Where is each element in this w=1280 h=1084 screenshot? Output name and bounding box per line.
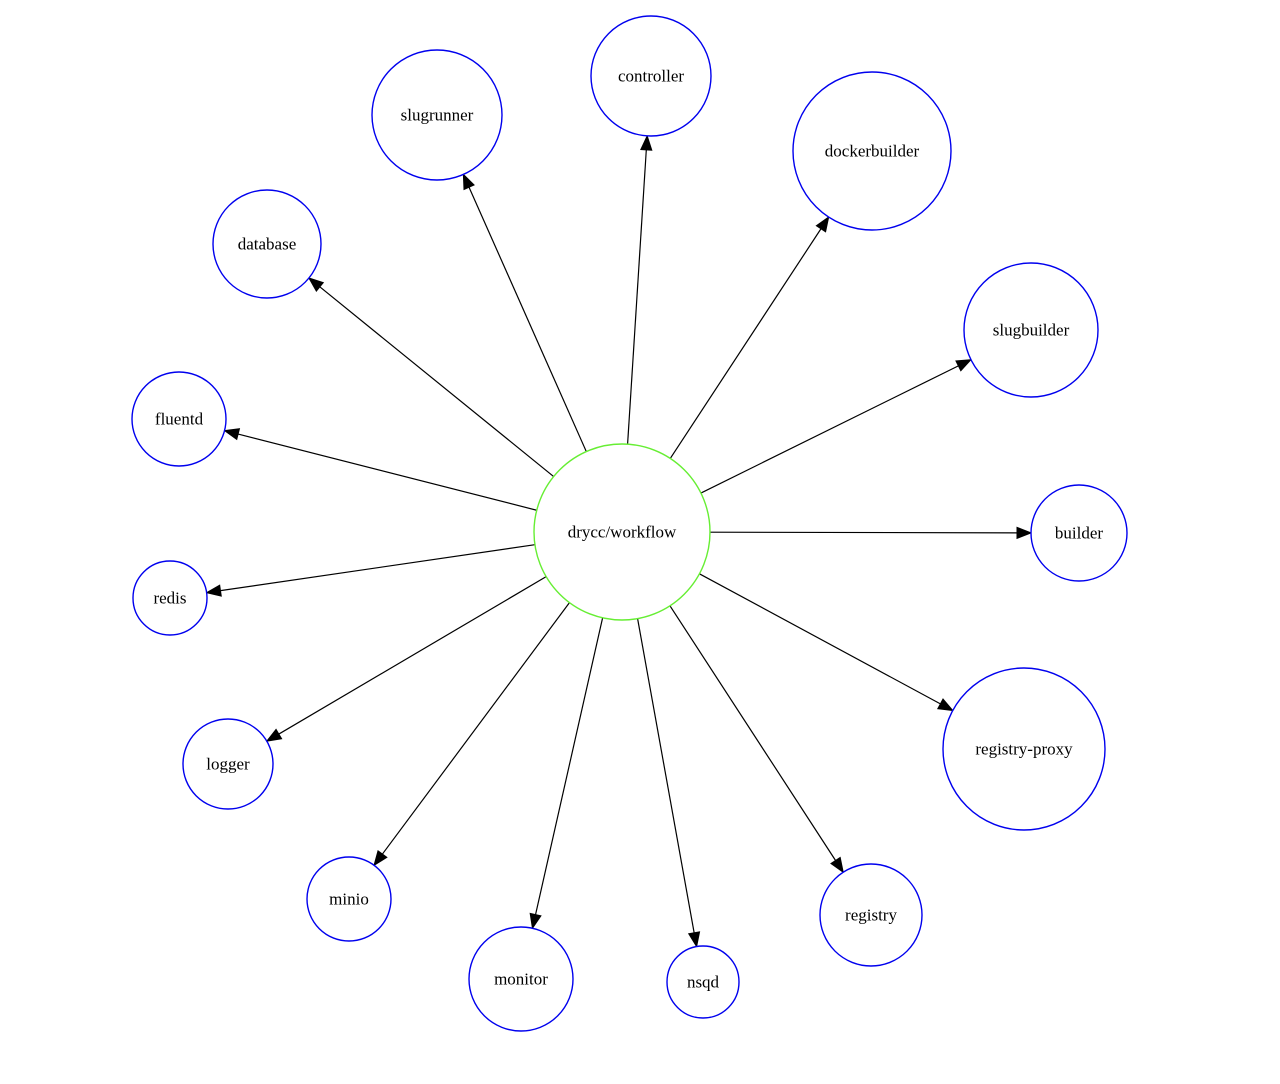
arrowhead [373,849,388,867]
node-workflow: drycc/workflow [533,443,711,621]
node-label: registry-proxy [975,740,1073,759]
nodes-layer: controller dockerbuilder slugbuilder builde… [131,15,1128,1032]
edge-line [669,605,837,861]
edge-line [381,602,570,855]
node-label: monitor [494,970,548,989]
node-circle [1030,484,1128,582]
arrowhead [815,215,830,233]
node-nsqd: nsqd [666,945,740,1019]
node-circle [792,71,952,231]
node-label: slugbuilder [993,321,1070,340]
node-label: nsqd [687,973,720,992]
edge-line [237,433,537,511]
node-registry: registry [819,863,923,967]
node-circle [131,371,227,467]
node-label: drycc/workflow [568,523,677,542]
arrowhead [830,856,844,874]
node-dockerbuilder: dockerbuilder [792,71,952,231]
edge-line [699,573,941,705]
arrowhead [529,912,542,930]
edge-line [709,531,1018,534]
edge-line [626,149,647,445]
node-slugrunner: slugrunner [371,49,503,181]
node-circle [533,443,711,621]
edge-workflow-to-redis [205,544,536,597]
node-circle [666,945,740,1019]
edge-line [319,286,555,478]
edge-line [636,618,695,933]
node-circle [212,189,322,299]
node-circle [819,863,923,967]
node-registry-proxy: registry-proxy [942,667,1106,831]
edge-workflow-to-slugrunner [462,173,587,452]
node-circle [306,856,392,942]
edge-line [278,576,547,735]
node-circle [182,718,274,810]
node-minio: minio [306,856,392,942]
node-circle [590,15,712,137]
node-label: builder [1055,524,1103,543]
edge-workflow-to-fluentd [223,428,537,511]
node-circle [371,49,503,181]
edge-workflow-to-registry-proxy [699,573,954,712]
arrowhead [640,134,653,151]
edge-line [220,544,536,592]
edge-workflow-to-minio [373,602,570,867]
arrowhead [223,428,241,441]
node-slugbuilder: slugbuilder [963,262,1099,398]
node-circle [963,262,1099,398]
edge-line [468,186,587,452]
arrowhead [1016,526,1033,540]
node-label: dockerbuilder [825,142,920,161]
node-label: redis [153,589,186,608]
edges-layer [205,134,1033,948]
node-label: database [238,235,297,254]
edge-workflow-to-database [307,277,555,478]
node-redis: redis [132,560,208,636]
node-circle [132,560,208,636]
edge-workflow-to-nsqd [636,618,701,948]
node-label: registry [845,906,897,925]
edge-line [700,365,959,494]
node-monitor: monitor [468,926,574,1032]
edge-workflow-to-dockerbuilder [669,215,830,459]
arrowhead [462,173,475,191]
node-builder: builder [1030,484,1128,582]
edge-workflow-to-logger [265,576,547,742]
node-label: logger [206,755,250,774]
node-label: minio [329,890,369,909]
arrowhead [687,931,701,948]
edge-workflow-to-controller [626,134,653,445]
edge-line [534,617,604,915]
node-logger: logger [182,718,274,810]
edge-line [669,228,822,459]
arrowhead [955,359,973,372]
arrowhead [205,584,222,597]
node-label: slugrunner [401,106,474,125]
arrowhead [265,728,283,742]
node-database: database [212,189,322,299]
arrowhead [307,277,325,292]
node-label: fluentd [155,410,204,429]
node-circle [942,667,1106,831]
node-fluentd: fluentd [131,371,227,467]
node-circle [468,926,574,1032]
node-label: controller [618,67,684,86]
edge-workflow-to-builder [709,526,1033,540]
edge-workflow-to-registry [669,605,844,874]
edge-workflow-to-monitor [529,617,604,930]
node-controller: controller [590,15,712,137]
arrowhead [937,698,954,712]
edge-workflow-to-slugbuilder [700,359,973,494]
